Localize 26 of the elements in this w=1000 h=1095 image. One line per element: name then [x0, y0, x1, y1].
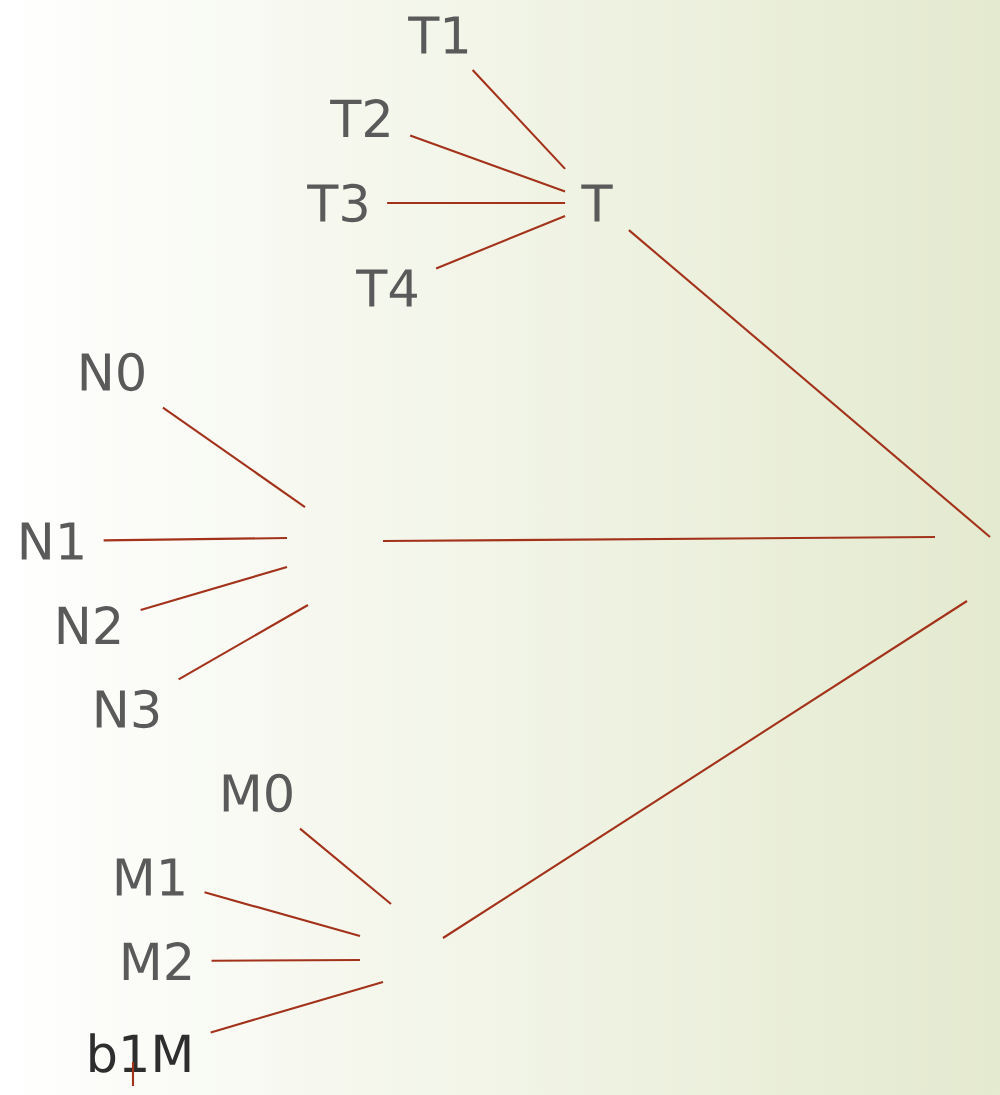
connector-line: [435, 215, 566, 270]
connector-line: [471, 69, 566, 170]
connector-line: [140, 566, 288, 611]
node-label: T2: [330, 99, 389, 137]
connector-line: [103, 536, 287, 542]
node-label: N0: [81, 352, 144, 392]
node-label: T: [581, 184, 613, 222]
node-label: T4: [356, 269, 417, 307]
connector-line: [409, 134, 566, 193]
node-label: T1: [408, 16, 468, 54]
node-label: b1M: [90, 1033, 190, 1073]
node-label: N3: [96, 689, 159, 729]
node-label: M0: [223, 773, 292, 813]
node-label: N2: [58, 606, 120, 644]
connector-line: [162, 406, 306, 508]
connector-line: [628, 229, 991, 538]
node-label: N1: [21, 522, 83, 560]
connector-line: [210, 981, 384, 1034]
node-label: M1: [116, 858, 184, 896]
connector-line: [178, 604, 309, 681]
node-label: T3: [307, 183, 367, 223]
connector-line: [387, 201, 566, 205]
connector-line: [211, 958, 360, 962]
connector-line: [299, 827, 392, 905]
node-label: M2: [123, 942, 191, 980]
connector-line: [204, 891, 361, 938]
